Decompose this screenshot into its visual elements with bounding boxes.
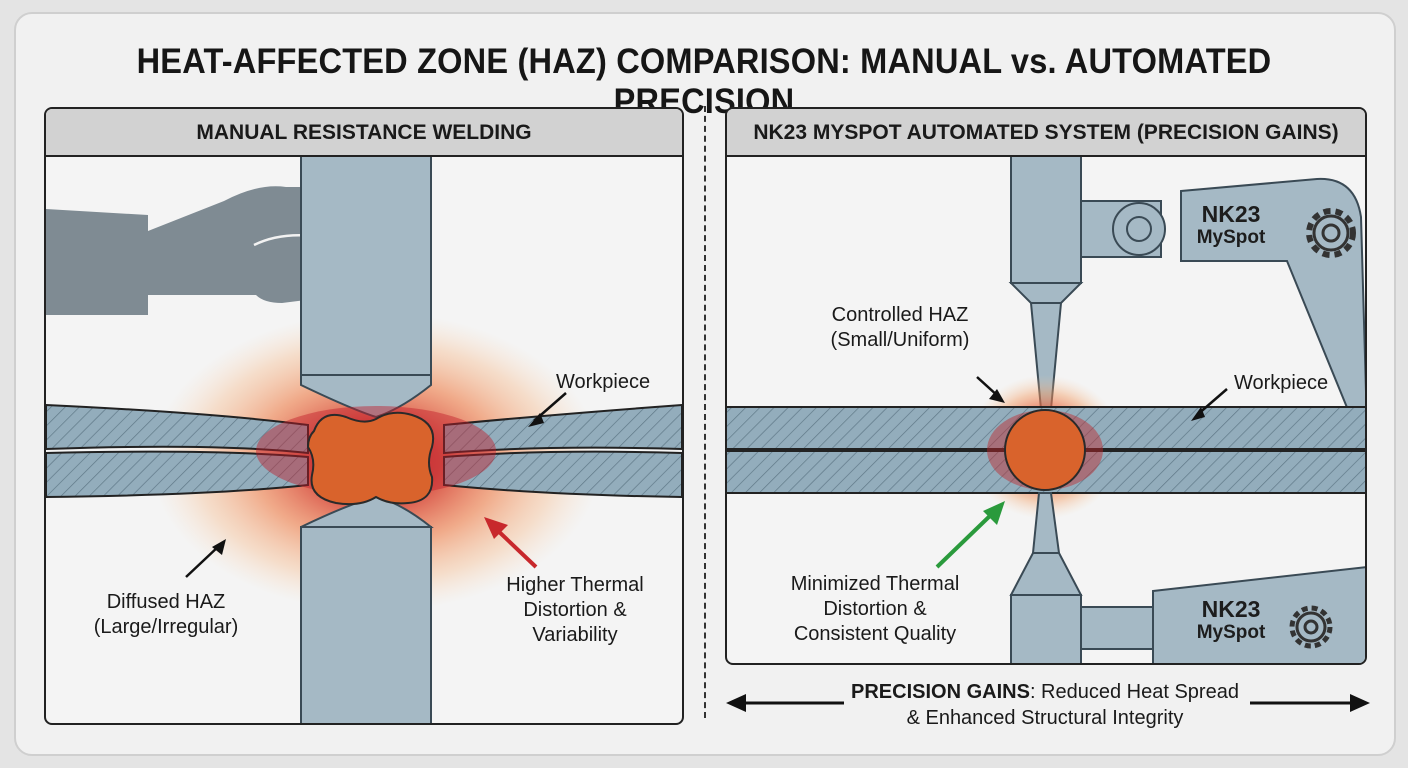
higher-distortion-label: Higher Thermal Distortion & Variability	[506, 574, 644, 646]
automated-workpiece-label: Workpiece	[1234, 372, 1329, 394]
manual-panel-header: MANUAL RESISTANCE WELDING	[46, 109, 682, 157]
upper-electrode	[300, 157, 432, 376]
manual-panel: MANUAL RESISTANCE WELDING	[44, 107, 684, 725]
hand-icon	[46, 186, 346, 315]
controlled-haz-label: Controlled HAZ (Small/Uniform)	[830, 304, 970, 351]
manual-weld-illustration	[46, 157, 682, 723]
automated-weld-illustration	[727, 157, 1365, 663]
green-arrow	[935, 509, 997, 569]
precision-gains-label: PRECISION GAINS: Reduced Heat Spread & E…	[851, 681, 1239, 729]
weld-nugget-auto	[1004, 409, 1086, 491]
double-arrow-icon	[726, 694, 1370, 712]
panel-divider	[704, 106, 706, 718]
red-arrow	[492, 525, 538, 569]
diffused-haz-label: Diffused HAZ (Large/Irregular)	[93, 591, 239, 638]
workpiece-right	[443, 403, 682, 455]
automated-panel-header: NK23 MYSPOT AUTOMATED SYSTEM (PRECISION …	[727, 109, 1365, 157]
workpiece-upper	[46, 403, 309, 455]
brand-label-bottom: NK23 MySpot	[1196, 596, 1266, 644]
gear-icon	[1289, 605, 1333, 649]
lower-electrode-auto	[1010, 594, 1082, 663]
brand-label-top: NK23 MySpot	[1196, 201, 1266, 249]
gear-icon	[1306, 208, 1356, 258]
automated-panel: NK23 MYSPOT AUTOMATED SYSTEM (PRECISION …	[725, 107, 1367, 665]
weld-nugget	[306, 411, 434, 506]
minimized-distortion-label: Minimized Thermal Distortion & Consisten…	[790, 573, 960, 645]
lower-electrode	[300, 526, 432, 723]
upper-electrode-auto	[1010, 157, 1082, 284]
manual-workpiece-label: Workpiece	[556, 371, 651, 393]
